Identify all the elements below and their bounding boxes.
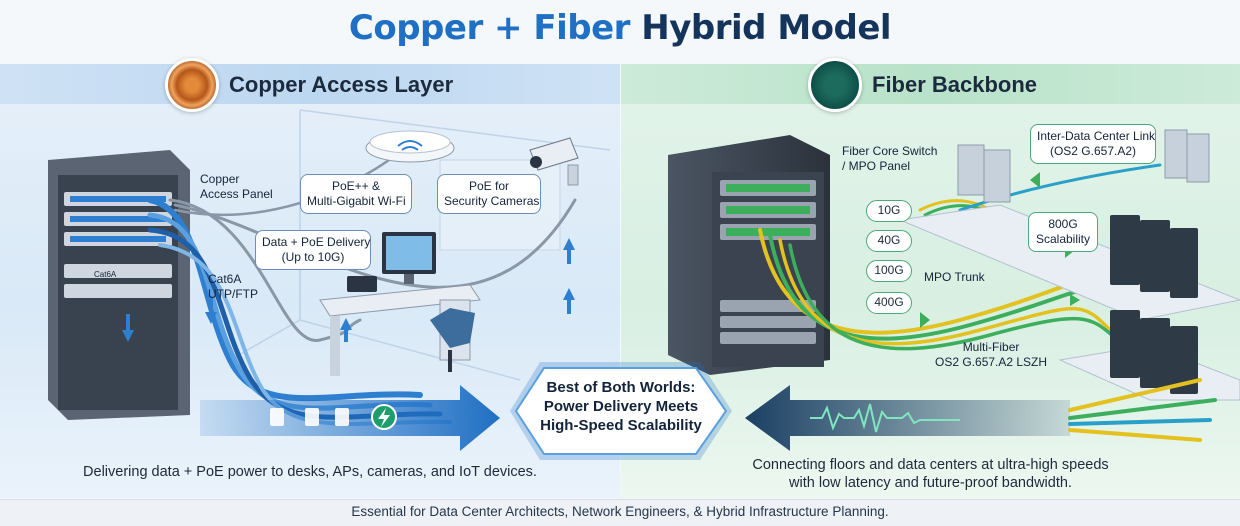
copper-footer: Delivering data + PoE power to desks, AP… xyxy=(83,464,537,480)
speed-pill-10g: 10G xyxy=(866,200,912,222)
fiber-core-rack xyxy=(668,135,830,375)
remote-servers xyxy=(957,129,1210,203)
fiber-footer: Connecting floors and data centers at ul… xyxy=(752,457,1109,491)
title-part2: Hybrid Model xyxy=(641,8,892,48)
mpo-trunk-label: MPO Trunk xyxy=(924,270,985,284)
multi-fiber-label: Multi-Fiber OS2 G.657.A2 LSZH xyxy=(935,340,1048,369)
center-line-3: High-Speed Scalability xyxy=(540,417,702,434)
page-title: Copper + Fiber Hybrid Model xyxy=(0,8,1240,48)
poe-wifi-callout: PoE++ & Multi-Gigabit Wi-Fi xyxy=(300,174,412,214)
fiber-bundle xyxy=(1068,378,1217,442)
fiber-header-band xyxy=(621,64,1240,104)
inter-dc-callout: Inter-Data Center Link (OS2 G.657.A2) xyxy=(1030,124,1156,164)
bottom-caption: Essential for Data Center Architects, Ne… xyxy=(351,504,889,519)
speed-pill-100g: 100G xyxy=(866,260,912,282)
copper-header-label: Copper Access Layer xyxy=(229,72,454,97)
fiber-flow-arrow xyxy=(745,385,1070,451)
security-camera xyxy=(529,137,579,186)
center-line-1: Best of Both Worlds: xyxy=(546,379,696,396)
data-poe-callout: Data + PoE Delivery (Up to 10G) xyxy=(255,230,371,270)
copper-rack xyxy=(48,150,190,420)
rack-cat6a-label: Cat6A xyxy=(94,270,117,279)
workstation xyxy=(319,232,481,376)
bottom-strip xyxy=(0,499,1240,526)
center-message: Best of Both Worlds: Power Delivery Meet… xyxy=(510,378,732,435)
copper-header-band xyxy=(0,64,620,104)
scalability-callout: 800G Scalability xyxy=(1028,212,1098,252)
wifi-access-point xyxy=(365,130,455,163)
center-hexagon xyxy=(510,362,732,460)
poe-cameras-callout: PoE for Security Cameras xyxy=(437,174,541,214)
access-panel-label: Copper Access Panel xyxy=(200,172,273,201)
copper-flow-arrow xyxy=(200,385,500,451)
core-switch-label: Fiber Core Switch / MPO Panel xyxy=(842,144,938,173)
cat6a-label: Cat6A UTP/FTP xyxy=(208,272,258,301)
title-part1: Copper + Fiber xyxy=(348,8,631,48)
center-line-2: Power Delivery Meets xyxy=(543,398,699,415)
speed-pill-40g: 40G xyxy=(866,230,912,252)
copper-spool-icon xyxy=(165,58,219,112)
fiber-bundle-icon xyxy=(808,58,862,112)
speed-pill-400g: 400G xyxy=(866,292,912,314)
flow-arrows-left xyxy=(122,238,575,342)
server-racks xyxy=(1110,215,1198,394)
fiber-header-label: Fiber Backbone xyxy=(872,72,1038,97)
